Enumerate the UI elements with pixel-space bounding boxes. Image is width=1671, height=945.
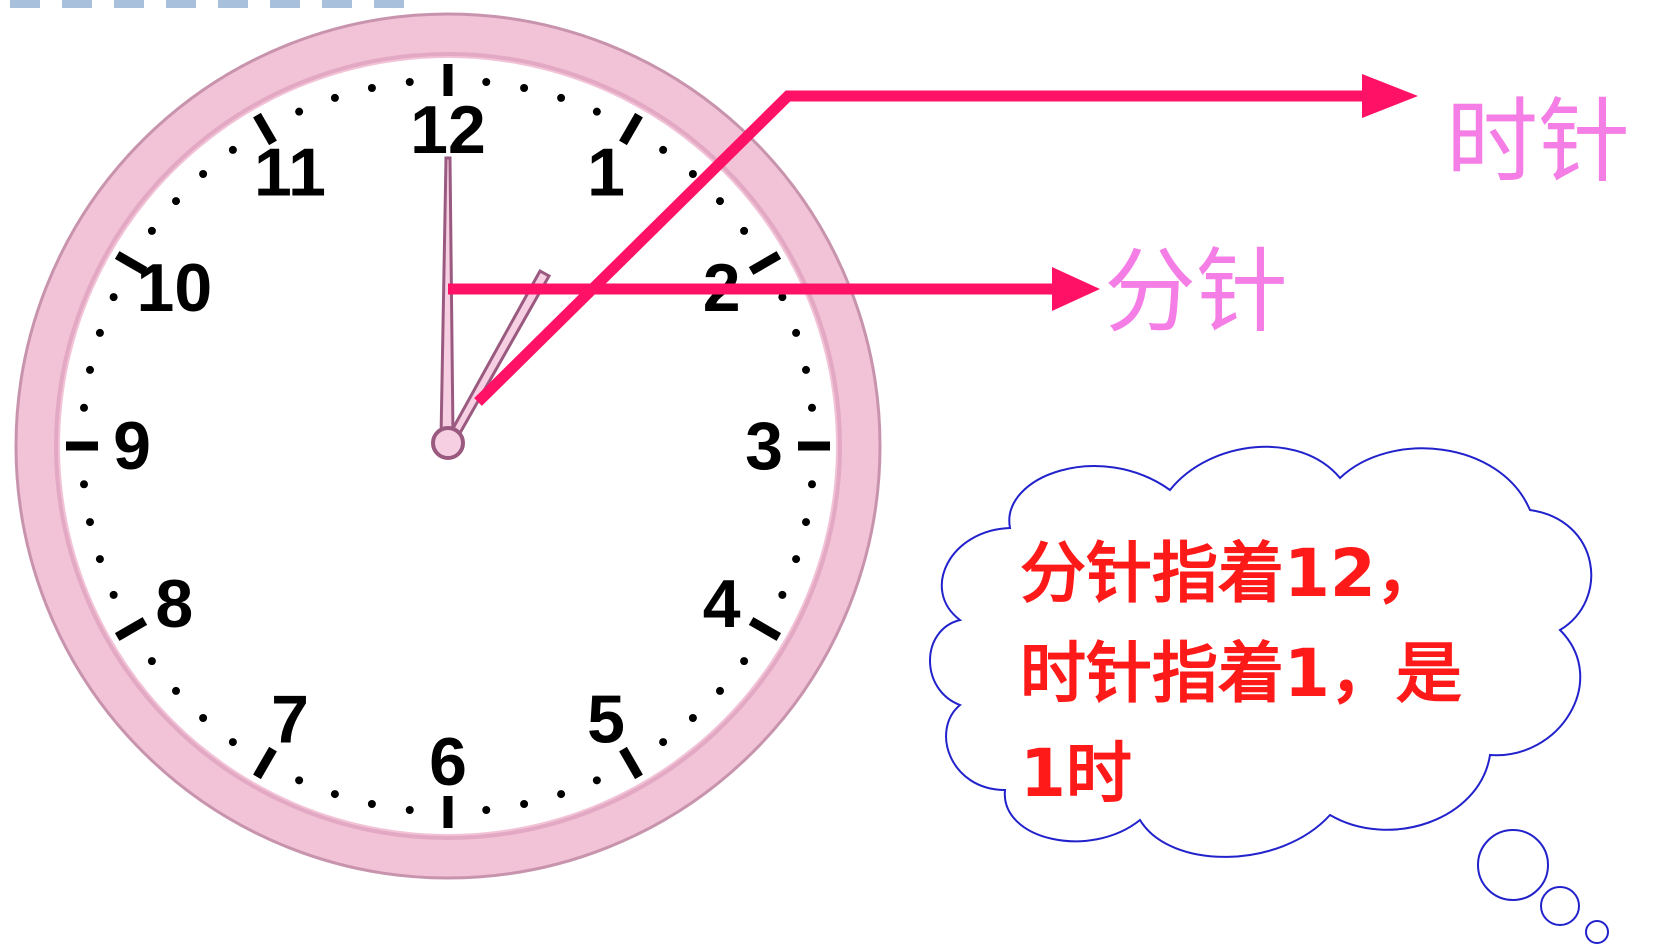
minute-dot (482, 805, 491, 814)
minute-dot (792, 555, 801, 564)
minute-dot (807, 480, 816, 489)
hour-tick (114, 617, 148, 641)
minute-dot (367, 83, 376, 92)
thought-bubble: 分针指着12， 时针指着1，是 1时 (929, 445, 1609, 944)
thought-bubble-dot-large (1477, 829, 1549, 901)
minute-dot (367, 800, 376, 809)
minute-dot (85, 518, 94, 527)
minute-dot (330, 790, 339, 799)
minute-dot (802, 365, 811, 374)
minute-dot (330, 93, 339, 102)
minute-dot (792, 328, 801, 337)
minute-dot (557, 790, 566, 799)
minute-dot (172, 197, 181, 206)
clock-number: 12 (410, 92, 486, 168)
minute-dot (807, 403, 816, 412)
minute-dot (715, 686, 724, 695)
hour-tick (253, 112, 277, 146)
minute-dot (80, 480, 89, 489)
minute-dot (740, 226, 749, 235)
minute-dot (109, 293, 118, 302)
clock-number: 3 (745, 408, 783, 484)
minute-dot (520, 800, 529, 809)
minute-hand-callout: 分针 (448, 239, 1288, 346)
clock-number: 8 (155, 566, 193, 642)
clock-number: 6 (429, 724, 467, 800)
hour-callout-arrowhead (1362, 74, 1418, 118)
minute-dot (520, 83, 529, 92)
thought-bubble-cloud (929, 445, 1593, 858)
hour-tick (748, 251, 782, 275)
minute-dot (659, 738, 668, 747)
minute-dot (80, 403, 89, 412)
clock-number: 7 (271, 682, 309, 758)
minute-dot (228, 738, 237, 747)
minute-dot (659, 145, 668, 154)
clock-number: 11 (254, 134, 326, 210)
clock-center-pin (431, 426, 465, 460)
header-dashes (10, 0, 404, 8)
hour-callout-line (474, 90, 1370, 406)
clock-number: 10 (137, 250, 213, 326)
minute-dot (199, 170, 208, 179)
minute-dot (228, 145, 237, 154)
minute-dot (740, 657, 749, 666)
minute-dot (147, 657, 156, 666)
bubble-text-line-1: 分针指着12， (1020, 535, 1442, 612)
minute-hand-label: 分针 (1104, 239, 1288, 346)
minute-dot (482, 78, 491, 87)
clock-number: 1 (587, 134, 625, 210)
hour-tick (253, 746, 277, 780)
minute-callout-arrowhead (1052, 267, 1100, 311)
minute-dot (802, 518, 811, 527)
hour-tick (619, 746, 643, 780)
bubble-text-line-3: 1时 (1020, 735, 1132, 812)
thought-bubble-dot-medium (1540, 886, 1580, 926)
minute-dot (592, 107, 601, 116)
minute-dot (688, 170, 697, 179)
hour-hand-callout: 时针 (474, 74, 1630, 406)
minute-dot (405, 805, 414, 814)
minute-dot (778, 590, 787, 599)
minute-dot (295, 107, 304, 116)
thought-bubble-dot-small (1585, 920, 1609, 944)
minute-dot (405, 78, 414, 87)
minute-dot (199, 713, 208, 722)
minute-dot (295, 776, 304, 785)
clock-number: 9 (113, 408, 151, 484)
minute-dot (109, 590, 118, 599)
minute-dot (715, 197, 724, 206)
clock-tick-marks (66, 64, 830, 828)
clock-number: 5 (587, 682, 625, 758)
minute-dot (95, 328, 104, 337)
minute-dot (557, 93, 566, 102)
clock-rim-inner-edge (54, 52, 842, 840)
hour-tick (114, 251, 148, 275)
analog-clock: 121234567891011 (14, 12, 882, 880)
minute-dot (688, 713, 697, 722)
minute-dot (95, 555, 104, 564)
clock-numbers: 121234567891011 (113, 92, 783, 800)
minute-dot (172, 686, 181, 695)
minute-dot (592, 776, 601, 785)
minute-dot (778, 293, 787, 302)
hour-hand-label: 时针 (1446, 89, 1630, 196)
minute-dot (85, 365, 94, 374)
hour-tick (748, 617, 782, 641)
bubble-text-line-2: 时针指着1，是 (1020, 635, 1462, 712)
minute-dot (147, 226, 156, 235)
clock-number: 4 (703, 566, 741, 642)
hour-tick (619, 112, 643, 146)
